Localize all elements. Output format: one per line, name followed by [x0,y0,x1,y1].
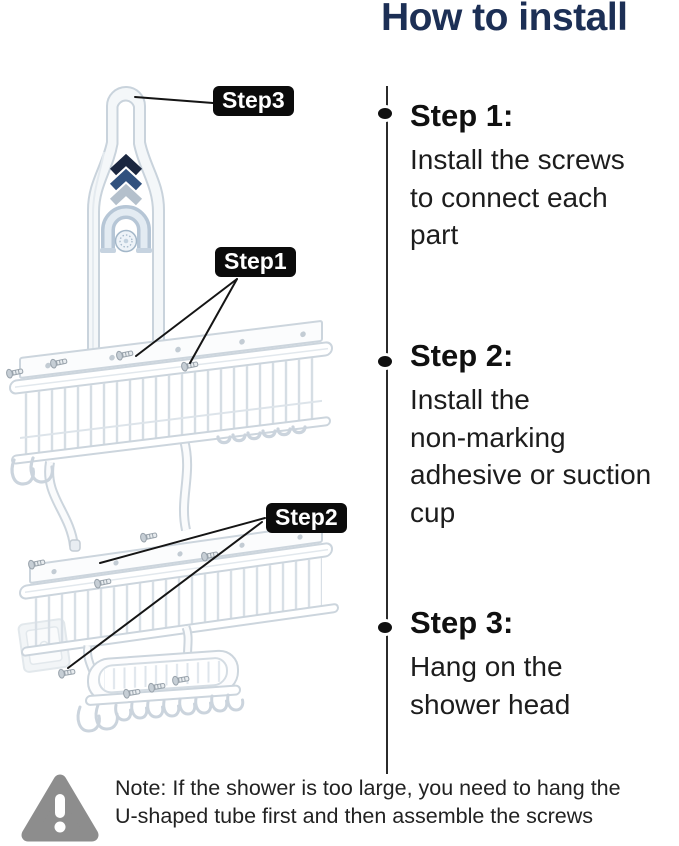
hanger-highlight [92,151,105,354]
step2-leader-line-a [99,517,266,564]
basket-top [9,320,333,465]
step-3-body: Hang on the shower head [410,651,571,720]
badge-step3: Step3 [213,86,294,116]
timeline-bullet-2 [375,353,395,370]
shower-caddy-drawing [5,86,339,733]
shower-arm-icon [100,205,152,253]
step-3-heading: Step 3: [410,605,514,640]
step-2-heading: Step 2: [410,338,514,373]
step1-leader-line-b [189,278,238,364]
u-shaped-tube-hanger [87,86,165,363]
step-2-section: Step 2: Install the non-marking adhesive… [410,337,676,531]
step1-leader-line-a [135,278,238,357]
timeline-bullet-1 [375,105,395,122]
badge-step2: Step2 [266,503,347,533]
soap-dish [85,649,241,706]
step-1-heading: Step 1: [410,98,514,133]
step-1-body: Install the screws to connect each part [410,144,625,250]
step-3-section: Step 3: Hang on the shower head [410,604,676,723]
page-title: How to install [381,0,628,39]
exclamation-bar [55,794,65,818]
step3-leader-line [134,96,214,104]
note-text: Note: If the shower is too large, you ne… [115,776,621,828]
step-1-section: Step 1: Install the screws to connect ea… [410,97,676,254]
exclamation-dot [54,821,66,833]
badge-step1: Step1 [215,247,296,277]
step2-leader-line-b [67,521,263,669]
product-illustration: Step3 Step1 Step2 [0,60,380,772]
timeline-line [386,86,388,774]
leader-lines [67,96,266,669]
connector-tubes-upper [44,438,193,547]
timeline-bullet-3 [375,619,395,636]
chevrons-up-icon [109,153,143,206]
warning-triangle-icon [21,774,99,842]
step-2-body: Install the non-marking adhesive or suct… [410,384,652,528]
